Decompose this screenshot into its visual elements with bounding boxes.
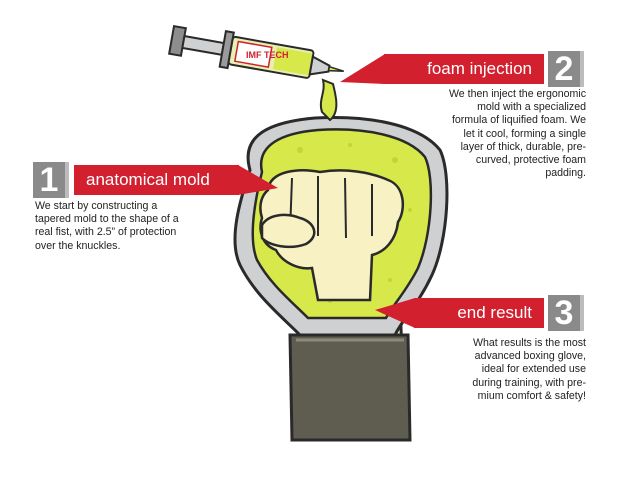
step-2-pointer	[340, 54, 385, 84]
step-1-number: 1	[33, 162, 69, 198]
step-2-description: We then inject the ergonomic mold with a…	[448, 88, 586, 180]
step-3-pointer	[375, 298, 415, 328]
step-1-pointer	[238, 165, 278, 195]
step-2-number: 2	[548, 51, 584, 87]
wrist-band	[288, 333, 412, 442]
step-2-title: foam injection	[384, 54, 544, 84]
syringe	[167, 24, 344, 79]
step-3-number: 3	[548, 295, 584, 331]
step-1-title: anatomical mold	[74, 165, 239, 195]
foam-stream	[319, 78, 338, 122]
thumb	[260, 213, 316, 249]
step-3-description: What results is the most advanced boxing…	[472, 337, 586, 402]
step-1-description: We start by constructing a tapered mold …	[35, 200, 179, 252]
syringe-logo: IMF TECH	[246, 50, 289, 60]
fist	[259, 169, 405, 302]
finger-lines	[289, 176, 373, 239]
step-3-title: end result	[414, 298, 544, 328]
